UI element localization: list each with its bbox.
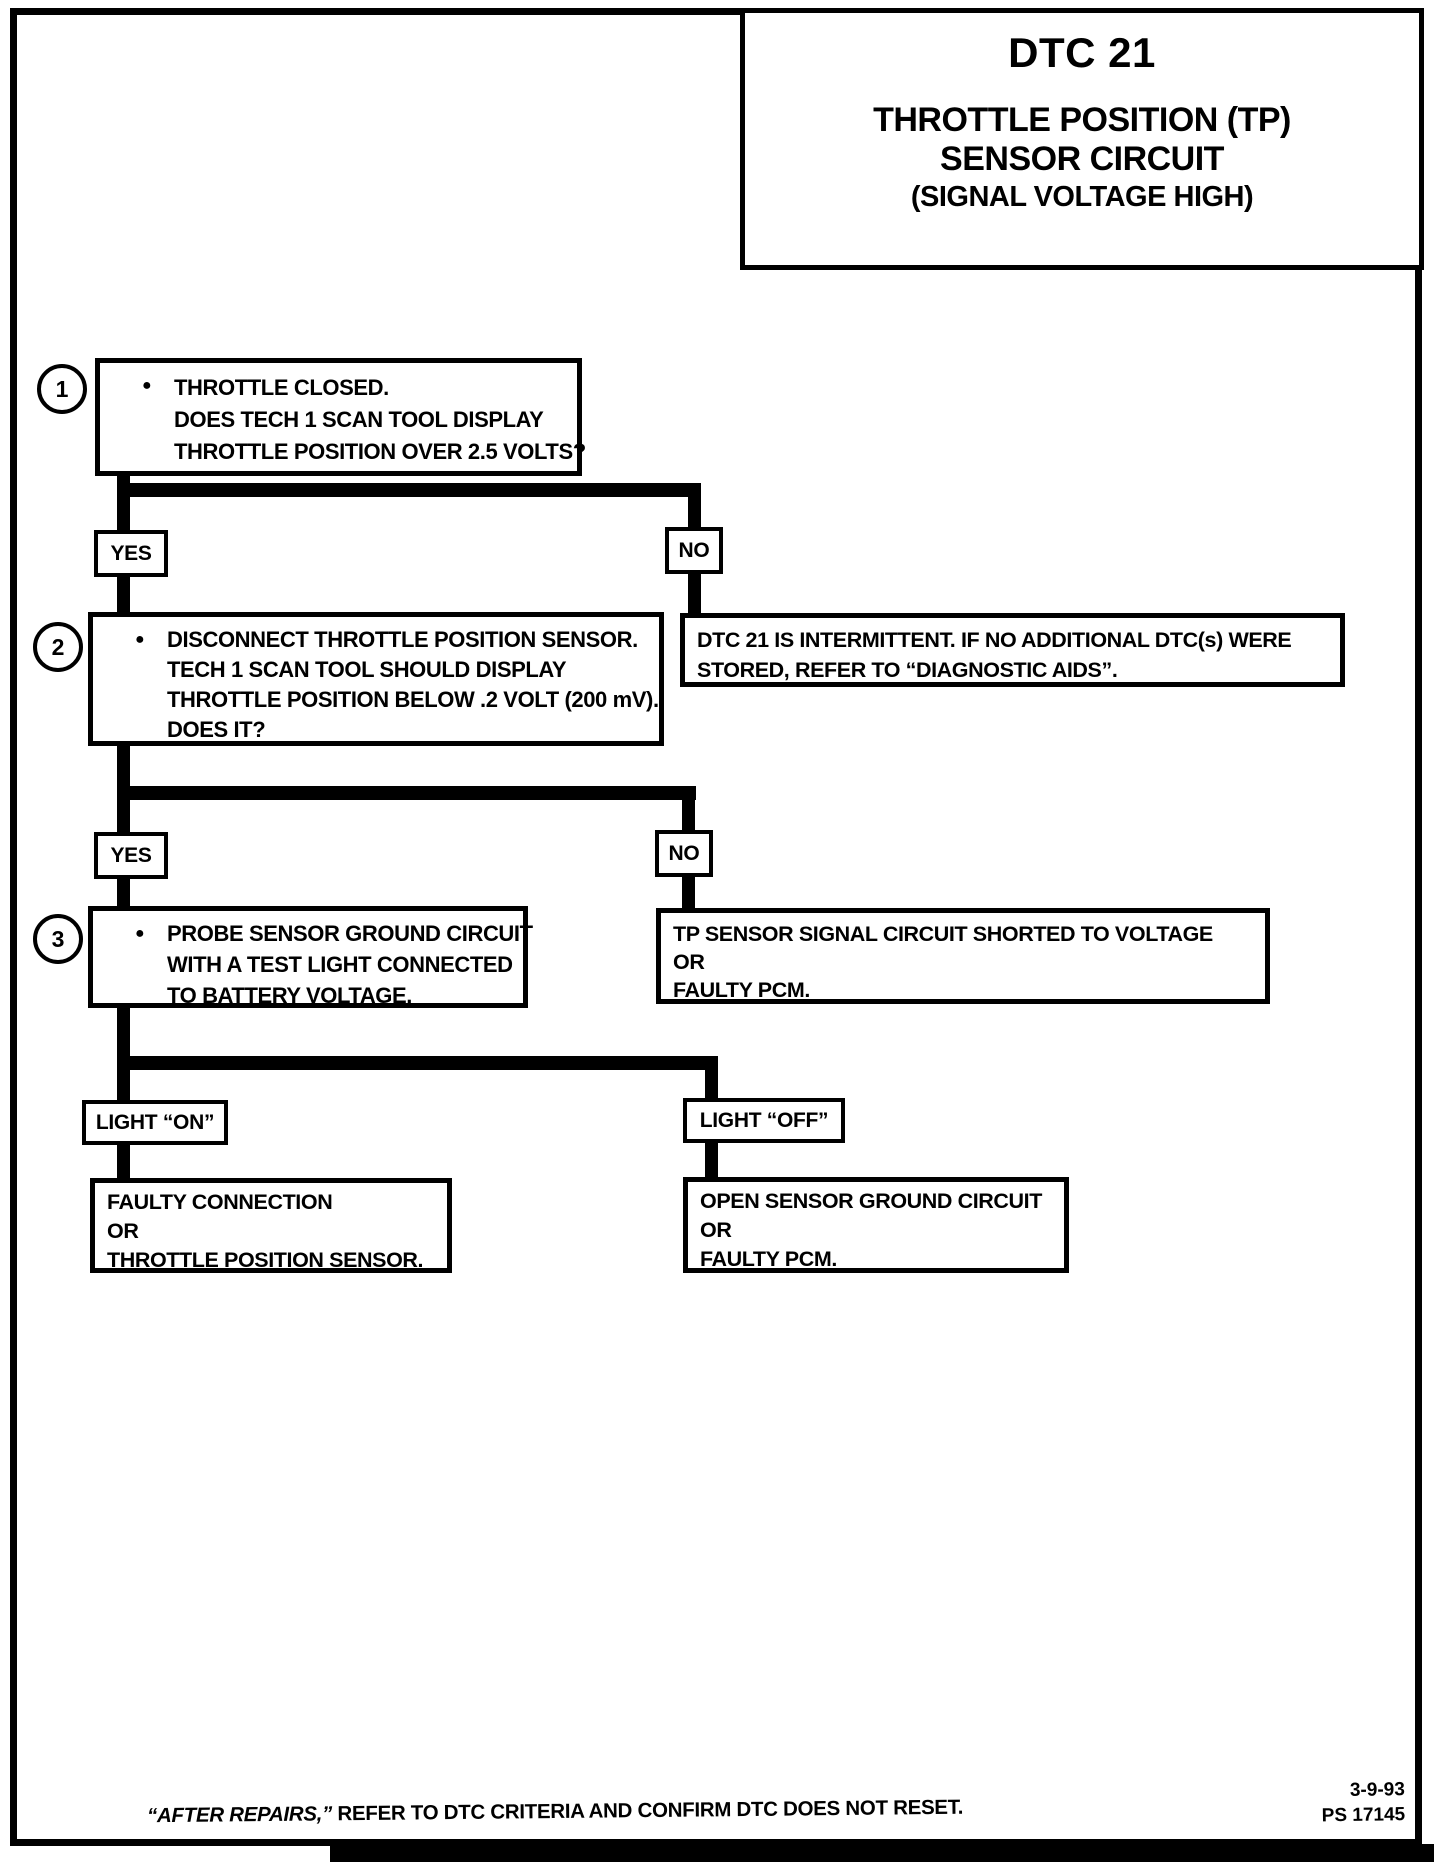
connector-line <box>705 1141 718 1178</box>
result-intermittent-line: STORED, REFER TO “DIAGNOSTIC AIDS”. <box>697 658 1118 682</box>
branch-2-no-label: NO <box>655 830 713 877</box>
step-3-line: PROBE SENSOR GROUND CIRCUIT <box>167 921 533 946</box>
title-line-2: SENSOR CIRCUIT <box>940 140 1224 178</box>
result-faulty-connection-line: THROTTLE POSITION SENSOR. <box>107 1248 424 1272</box>
result-shorted-line: FAULTY PCM. <box>673 978 810 1002</box>
step-2-line: TECH 1 SCAN TOOL SHOULD DISPLAY <box>167 657 567 682</box>
step-2-box: ● DISCONNECT THROTTLE POSITION SENSOR. T… <box>88 612 664 746</box>
bullet-icon: ● <box>135 631 145 648</box>
title-line-3: (SIGNAL VOLTAGE HIGH) <box>910 181 1254 213</box>
branch-2-yes-label: YES <box>94 832 168 879</box>
step-3-line: WITH A TEST LIGHT CONNECTED <box>167 952 513 977</box>
step-3-digit: 3 <box>51 925 65 952</box>
result-shorted-box: TP SENSOR SIGNAL CIRCUIT SHORTED TO VOLT… <box>656 908 1270 1004</box>
step-3-box: ● PROBE SENSOR GROUND CIRCUIT WITH A TES… <box>88 906 533 1008</box>
branch-1-yes-label: YES <box>94 530 168 577</box>
step-2-number: 2 <box>33 622 83 672</box>
page-bottom-bar <box>330 1844 1434 1862</box>
connector-line <box>688 572 701 614</box>
step-1-line: THROTTLE POSITION OVER 2.5 VOLTS? <box>174 439 586 464</box>
no-text: NO <box>668 841 700 865</box>
result-faulty-connection-box: FAULTY CONNECTION OR THROTTLE POSITION S… <box>90 1178 452 1273</box>
bullet-icon: ● <box>142 377 152 394</box>
result-intermittent-box: DTC 21 IS INTERMITTENT. IF NO ADDITIONAL… <box>680 613 1345 687</box>
light-off-label: LIGHT “OFF” <box>683 1098 845 1143</box>
title-line-1: THROTTLE POSITION (TP) <box>873 101 1291 139</box>
light-off-text: LIGHT “OFF” <box>699 1108 829 1132</box>
footer-doc-info: 3-9-93 PS 17145 <box>1285 1777 1406 1829</box>
connector-line <box>117 1056 718 1070</box>
title-box: DTC 21 THROTTLE POSITION (TP) SENSOR CIR… <box>740 8 1424 270</box>
step-2-line: THROTTLE POSITION BELOW .2 VOLT (200 mV)… <box>167 687 659 712</box>
footer-after-repairs: “AFTER REPAIRS,” <box>146 1802 333 1828</box>
connector-line <box>117 1006 130 1100</box>
connector-line <box>117 483 701 497</box>
step-2-digit: 2 <box>51 633 65 660</box>
connector-line <box>117 575 130 613</box>
footer-doc-number: PS 17145 <box>1321 1804 1406 1827</box>
footer-date: 3-9-93 <box>1349 1779 1405 1801</box>
step-3-number: 3 <box>33 914 83 964</box>
bullet-icon: ● <box>135 925 145 942</box>
connector-line <box>682 786 695 832</box>
result-shorted-line: OR <box>673 950 705 974</box>
branch-1-no-label: NO <box>665 527 723 574</box>
light-on-text: LIGHT “ON” <box>95 1110 215 1134</box>
result-open-ground-line: OR <box>700 1218 732 1242</box>
step-1-digit: 1 <box>55 375 69 402</box>
connector-line <box>705 1056 718 1100</box>
result-open-ground-line: FAULTY PCM. <box>700 1247 837 1271</box>
page-border <box>10 8 1422 1846</box>
result-faulty-connection-line: OR <box>107 1219 139 1243</box>
result-intermittent-line: DTC 21 IS INTERMITTENT. IF NO ADDITIONAL… <box>697 628 1292 652</box>
step-1-box: ● THROTTLE CLOSED. DOES TECH 1 SCAN TOOL… <box>95 358 586 476</box>
result-open-ground-line: OPEN SENSOR GROUND CIRCUIT <box>700 1189 1042 1213</box>
step-2-line: DOES IT? <box>167 717 266 742</box>
connector-line <box>117 877 130 909</box>
connector-line <box>117 1143 130 1179</box>
connector-line <box>117 786 696 800</box>
yes-text: YES <box>110 541 152 565</box>
result-open-ground-box: OPEN SENSOR GROUND CIRCUIT OR FAULTY PCM… <box>683 1177 1069 1273</box>
yes-text: YES <box>110 843 152 867</box>
step-2-line: DISCONNECT THROTTLE POSITION SENSOR. <box>167 627 638 652</box>
step-1-line: THROTTLE CLOSED. <box>174 375 389 400</box>
step-3-line: TO BATTERY VOLTAGE. <box>167 983 413 1008</box>
light-on-label: LIGHT “ON” <box>82 1100 228 1145</box>
step-1-line: DOES TECH 1 SCAN TOOL DISPLAY <box>174 407 544 432</box>
result-faulty-connection-line: FAULTY CONNECTION <box>107 1190 333 1214</box>
connector-line <box>682 875 695 909</box>
result-shorted-line: TP SENSOR SIGNAL CIRCUIT SHORTED TO VOLT… <box>673 922 1213 946</box>
no-text: NO <box>678 538 710 562</box>
connector-line <box>688 483 701 529</box>
step-1-number: 1 <box>37 364 87 414</box>
dtc-code: DTC 21 <box>1008 29 1156 76</box>
